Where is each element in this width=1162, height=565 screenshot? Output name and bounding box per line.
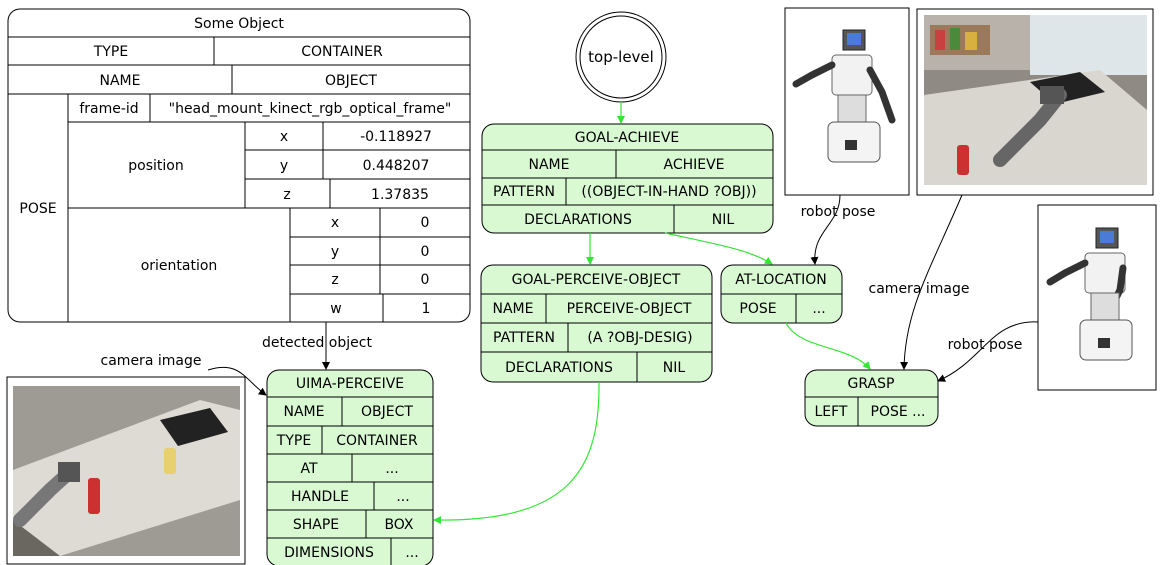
goal-perceive-pattern-value: (A ?OBJ-DESIG) xyxy=(587,330,692,346)
goal-achieve-name-key: NAME xyxy=(529,157,570,173)
uima-shape-value: BOX xyxy=(384,517,413,533)
at-location-pose-value: ... xyxy=(812,301,825,317)
orientation-w-value: 1 xyxy=(422,301,431,317)
orientation-z-value: 0 xyxy=(421,272,430,288)
orientation-y-axis: y xyxy=(331,244,339,260)
position-x-value: -0.118927 xyxy=(360,129,432,145)
position-z-value: 1.37835 xyxy=(371,187,429,203)
position-y-value: 0.448207 xyxy=(363,158,430,174)
grasp-pose-value: POSE ... xyxy=(871,404,926,420)
uima-perceive-node: UIMA-PERCEIVE NAME OBJECT TYPE CONTAINER… xyxy=(266,369,434,565)
label-detected-object: detected object xyxy=(262,335,372,351)
position-x-axis: x xyxy=(280,129,288,145)
camera-photo-left xyxy=(6,376,246,565)
label-robot-pose-top: robot pose xyxy=(801,204,876,220)
pose-label: POSE xyxy=(19,201,56,217)
kitchen-image-left xyxy=(13,386,240,556)
goal-perceive-title: GOAL-PERCEIVE-OBJECT xyxy=(512,272,681,288)
label-camera-image-left: camera image xyxy=(101,353,202,369)
uima-handle-value: ... xyxy=(396,489,409,505)
position-z-axis: z xyxy=(283,187,290,203)
goal-perceive-object-node: GOAL-PERCEIVE-OBJECT NAME PERCEIVE-OBJEC… xyxy=(480,264,713,383)
name-value: OBJECT xyxy=(325,73,377,89)
edge-camera-left-to-uima xyxy=(207,366,267,396)
uima-shape-key: SHAPE xyxy=(293,517,339,533)
robot-image-right xyxy=(1046,227,1133,361)
uima-handle-key: HANDLE xyxy=(291,489,349,505)
goal-achieve-pattern-value: ((OBJECT-IN-HAND ?OBJ)) xyxy=(581,184,756,200)
some-object-title: Some Object xyxy=(194,16,284,32)
goal-achieve-node: GOAL-ACHIEVE NAME ACHIEVE PATTERN ((OBJE… xyxy=(481,123,774,234)
grasp-title: GRASP xyxy=(848,376,895,392)
uima-title: UIMA-PERCEIVE xyxy=(296,376,404,392)
goal-perceive-name-key: NAME xyxy=(493,301,534,317)
goal-perceive-pattern-key: PATTERN xyxy=(493,330,555,346)
uima-dimensions-key: DIMENSIONS xyxy=(284,545,374,561)
at-location-title: AT-LOCATION xyxy=(735,272,827,288)
frame-id-label: frame-id xyxy=(79,101,138,117)
kitchen-image-top xyxy=(924,15,1147,185)
goal-perceive-declarations-key: DECLARATIONS xyxy=(505,360,613,376)
orientation-x-value: 0 xyxy=(421,215,430,231)
orientation-z-axis: z xyxy=(331,272,338,288)
goal-perceive-declarations-value: NIL xyxy=(663,360,686,376)
uima-type-value: CONTAINER xyxy=(336,433,418,449)
orientation-label: orientation xyxy=(141,258,218,274)
orientation-w-axis: w xyxy=(330,301,341,317)
edge-at-location-to-grasp xyxy=(785,322,871,370)
top-level-label: top-level xyxy=(588,48,654,66)
uima-dimensions-value: ... xyxy=(405,545,418,561)
uima-type-key: TYPE xyxy=(276,433,311,449)
goal-achieve-declarations-key: DECLARATIONS xyxy=(524,212,632,228)
uima-at-key: AT xyxy=(300,461,317,477)
position-y-axis: y xyxy=(280,158,288,174)
edge-robot-right-to-grasp xyxy=(937,321,1039,382)
goal-achieve-name-value: ACHIEVE xyxy=(663,157,724,173)
edge-robot-top-to-at-location xyxy=(810,194,841,265)
uima-at-value: ... xyxy=(385,461,398,477)
goal-achieve-pattern-key: PATTERN xyxy=(493,184,555,200)
goal-achieve-declarations-value: NIL xyxy=(712,212,735,228)
uima-name-key: NAME xyxy=(284,404,325,420)
edges xyxy=(207,102,1039,525)
position-label: position xyxy=(128,158,183,174)
goal-achieve-title: GOAL-ACHIEVE xyxy=(575,130,680,146)
label-camera-image-right: camera image xyxy=(869,281,970,297)
at-location-pose-key: POSE xyxy=(739,301,776,317)
type-value: CONTAINER xyxy=(301,44,383,60)
edge-goal-perceive-to-uima xyxy=(433,381,600,525)
edge-camera-top-to-grasp xyxy=(900,194,963,370)
goal-perceive-name-value: PERCEIVE-OBJECT xyxy=(567,301,692,317)
grasp-node: GRASP LEFT POSE ... xyxy=(804,369,939,427)
robot-image-top xyxy=(792,29,896,163)
orientation-y-value: 0 xyxy=(421,244,430,260)
top-level-node: top-level xyxy=(575,11,667,103)
grasp-left-key: LEFT xyxy=(814,404,847,420)
edge-goal-achieve-to-at-location xyxy=(664,232,773,265)
uima-name-value: OBJECT xyxy=(361,404,413,420)
label-robot-pose-right: robot pose xyxy=(948,337,1023,353)
robot-photo-top xyxy=(784,7,910,196)
name-label: NAME xyxy=(100,73,141,89)
at-location-node: AT-LOCATION POSE ... xyxy=(720,264,843,324)
orientation-x-axis: x xyxy=(331,215,339,231)
robot-photo-right xyxy=(1037,204,1157,391)
some-object-table: Some Object TYPE CONTAINER NAME OBJECT P… xyxy=(7,8,471,323)
camera-photo-top xyxy=(916,8,1154,196)
frame-id-value: "head_mount_kinect_rgb_optical_frame" xyxy=(169,101,452,117)
type-label: TYPE xyxy=(93,44,128,60)
